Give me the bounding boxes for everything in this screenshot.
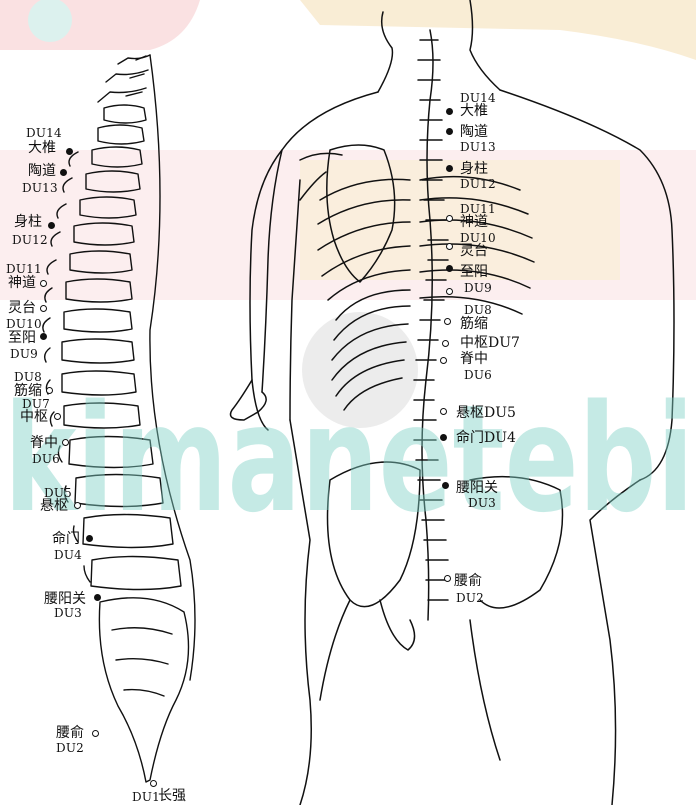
left-label-xuan-shu: 悬枢 <box>40 499 68 513</box>
point-chang-qiang-left <box>150 780 157 787</box>
right-label-yao-yang-guan: 腰阳关 <box>456 481 498 495</box>
right-label-zhi-yang: 至阳 <box>460 265 488 279</box>
left-label-jin-suo: 筋缩 <box>14 384 42 398</box>
left-label-du8: DU8 <box>14 371 42 383</box>
point-ji-zhong-right <box>440 357 447 364</box>
point-ming-men-right <box>440 434 447 441</box>
left-label-du9: DU9 <box>10 348 38 360</box>
point-jin-suo-left <box>46 387 53 394</box>
point-zhong-shu-right <box>442 340 449 347</box>
left-label-shen-dao: 神道 <box>8 276 36 290</box>
point-tao-dao-right <box>446 128 453 135</box>
right-label-du9: DU9 <box>464 282 492 294</box>
left-label-zhi-yang: 至阳 <box>8 331 36 345</box>
right-label-ming-men-du4: 命门DU4 <box>456 431 516 445</box>
right-label-du2: DU2 <box>456 592 484 604</box>
right-label-xuan-shu-du5: 悬枢DU5 <box>456 406 516 420</box>
left-label-du2: DU2 <box>56 742 84 754</box>
left-label-ling-tai: 灵台 <box>8 301 36 315</box>
right-label-ji-zhong: 脊中 <box>460 352 488 366</box>
right-label-du8: DU8 <box>464 304 492 316</box>
point-da-zhui-right <box>446 108 453 115</box>
point-xuan-shu-right <box>440 408 447 415</box>
point-yao-shu-left <box>92 730 99 737</box>
point-ji-zhong-left <box>62 439 69 446</box>
right-label-du13: DU13 <box>460 141 496 153</box>
left-label-du1: DU1 <box>132 791 160 803</box>
left-label-tao-dao: 陶道 <box>28 164 56 178</box>
right-label-shen-dao: 神道 <box>460 215 488 229</box>
point-du9-right <box>446 288 453 295</box>
left-label-du4: DU4 <box>54 549 82 561</box>
left-label-yao-yang-guan: 腰阳关 <box>44 592 86 606</box>
left-label-yao-shu: 腰俞 <box>56 726 84 740</box>
left-label-da-zhui: 大椎 <box>28 141 56 155</box>
point-shen-zhu-right <box>446 165 453 172</box>
point-shen-zhu-left <box>48 222 55 229</box>
right-label-shen-zhu: 身柱 <box>460 162 488 176</box>
point-zhi-yang-right <box>446 265 453 272</box>
back-body <box>231 0 675 805</box>
point-ling-tai-right <box>446 243 453 250</box>
right-label-du6: DU6 <box>464 369 492 381</box>
right-label-da-zhui: 大椎 <box>460 104 488 118</box>
left-label-du13: DU13 <box>22 182 58 194</box>
right-label-jin-suo: 筋缩 <box>460 317 488 331</box>
point-yao-yang-guan-right <box>442 482 449 489</box>
point-da-zhui-left <box>66 148 73 155</box>
left-label-chang-qiang: 长强 <box>158 789 186 803</box>
point-zhong-shu-left <box>54 413 61 420</box>
point-xuan-shu-left <box>74 502 81 509</box>
right-label-zhong-shu-du7: 中枢DU7 <box>460 336 520 350</box>
right-label-ling-tai: 灵台 <box>460 244 488 258</box>
left-label-du3: DU3 <box>54 607 82 619</box>
point-yao-shu-right <box>444 575 451 582</box>
right-label-tao-dao: 陶道 <box>460 125 488 139</box>
left-label-du14: DU14 <box>26 127 62 139</box>
left-label-du6: DU6 <box>32 453 60 465</box>
left-label-du11: DU11 <box>6 263 42 275</box>
point-ling-tai-left <box>40 305 47 312</box>
point-tao-dao-left <box>60 169 67 176</box>
point-zhi-yang-left <box>40 333 47 340</box>
right-label-yao-shu: 腰俞 <box>454 574 482 588</box>
point-jin-suo-right <box>444 318 451 325</box>
left-label-du12: DU12 <box>12 234 48 246</box>
point-shen-dao-right <box>446 215 453 222</box>
right-label-du3: DU3 <box>468 497 496 509</box>
left-label-du10: DU10 <box>6 318 42 330</box>
left-label-shen-zhu: 身柱 <box>14 215 42 229</box>
point-shen-dao-left <box>40 280 47 287</box>
point-yao-yang-guan-left <box>94 594 101 601</box>
left-label-ji-zhong: 脊中 <box>30 436 58 450</box>
point-ming-men-left <box>86 535 93 542</box>
right-label-du12: DU12 <box>460 178 496 190</box>
left-label-ming-men: 命门 <box>52 532 80 546</box>
left-label-zhong-shu: 中枢 <box>20 410 48 424</box>
